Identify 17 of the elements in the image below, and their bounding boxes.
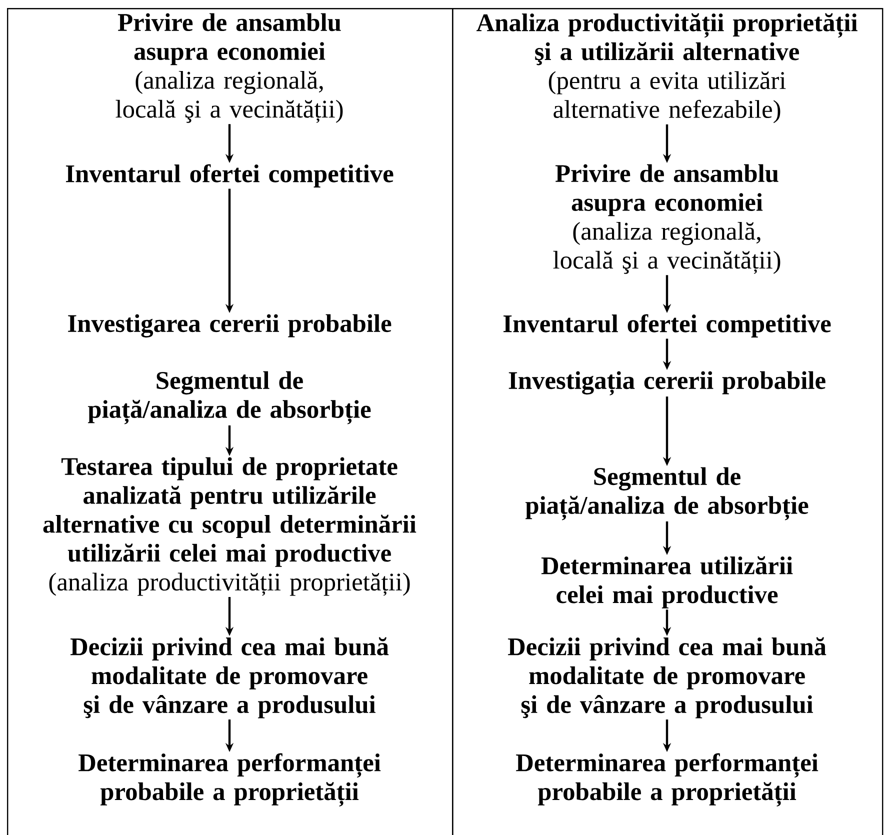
step-text: Decizii privind cea mai bună modalitate de promovare şi de vânzare a produsului [508, 637, 826, 718]
step-text: Segmentul de piață/analiza de absorbție [525, 467, 808, 520]
step-text: Privire de ansamblu asupra economiei (analiza regională, locală şi a vecinătății) [553, 164, 780, 274]
step-text: Decizii privind cea mai bună modalitate de promovare şi de vânzare a produsului [70, 637, 389, 718]
step-text: Investigarea cererii probabile [68, 314, 392, 338]
step-text: Segmentul de piață/analiza de absorbție [88, 371, 371, 424]
table-column [452, 8, 884, 835]
table-column [7, 8, 454, 835]
step-text: Testarea tipului de proprietate analizată pentru utilizările alternative cu scopul determinării utilizării celei mai productive (analiza productivității proprietății) [43, 457, 416, 596]
step-text: Inventarul ofertei competitive [66, 164, 394, 188]
step-text: Investigația cererii probabile [508, 371, 826, 396]
step-text: Determinarea performanței probabile a proprietății [516, 753, 818, 806]
step-text: Determinarea performanței probabile a proprietății [78, 753, 381, 806]
step-text: Analiza productivității proprietății şi a utilizării alternative (pentru a evita utilizări alternative nefezabile) [476, 13, 858, 124]
step-text: Determinarea utilizării celei mai productive [541, 556, 793, 608]
step-text: Privire de ansamblu asupra economiei (analiza regională, locală şi a vecinătății) [116, 13, 343, 123]
step-text: Inventarul ofertei competitive [504, 314, 831, 338]
